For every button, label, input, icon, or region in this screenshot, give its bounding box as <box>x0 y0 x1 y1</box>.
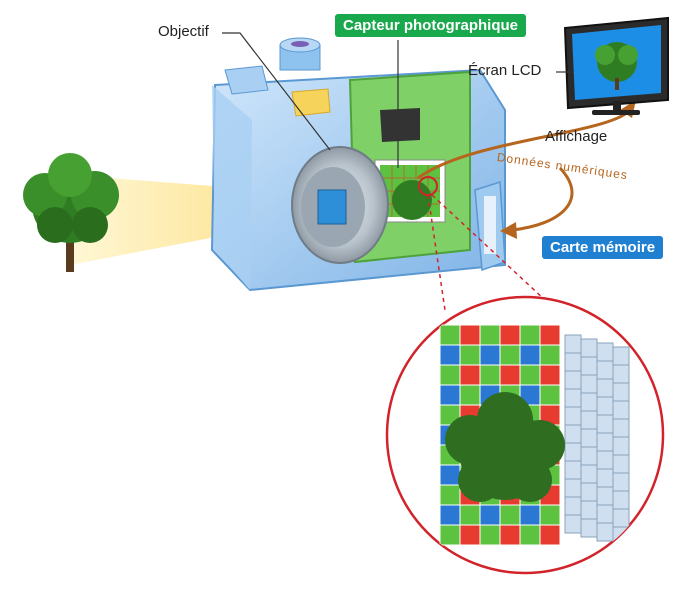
sensor-tree-image <box>458 458 502 502</box>
pixel-cell <box>479 364 501 386</box>
pixel-cell <box>612 364 630 384</box>
pixel-cell <box>439 344 461 366</box>
pixel-cell <box>580 464 598 484</box>
pixel-cell <box>564 334 582 354</box>
pixel-cell <box>612 472 630 492</box>
pixel-cell <box>580 392 598 412</box>
pixel-cell <box>539 384 561 406</box>
pixel-cell <box>580 446 598 466</box>
pixel-cell <box>459 384 481 406</box>
pixel-cell <box>479 504 501 526</box>
pixel-cell <box>580 500 598 520</box>
pixel-cell <box>439 464 461 486</box>
pixel-cell <box>564 442 582 462</box>
pixel-cell <box>564 424 582 444</box>
pixel-cell <box>564 496 582 516</box>
pixel-cell <box>580 410 598 430</box>
pixel-cell <box>596 450 614 470</box>
pixel-cell <box>580 518 598 538</box>
zoom-guide-lines <box>427 194 546 311</box>
pixel-cell <box>499 344 521 366</box>
pixel-cell <box>479 344 501 366</box>
display-label: Affichage <box>545 128 608 145</box>
sensor-label: Capteur photographique <box>335 14 526 37</box>
pixel-cell <box>596 432 614 452</box>
pixel-cell <box>596 342 614 362</box>
pixel-cell <box>612 436 630 456</box>
pixel-cell <box>539 364 561 386</box>
pixel-cell <box>596 378 614 398</box>
sensor-tree-image <box>477 392 533 448</box>
pixel-cell <box>596 360 614 380</box>
pixel-cell <box>459 504 481 526</box>
pixel-cell <box>539 344 561 366</box>
pixel-cell <box>499 504 521 526</box>
pixel-cell <box>564 352 582 372</box>
pixel-cell <box>612 400 630 420</box>
lens <box>291 146 389 264</box>
pixel-cell <box>596 396 614 416</box>
pixel-cell <box>580 374 598 394</box>
pixel-cell <box>519 504 541 526</box>
pixel-cell <box>612 490 630 510</box>
pixel-cell <box>439 504 461 526</box>
sensor-tree-image <box>508 458 552 502</box>
pixel-cell <box>596 486 614 506</box>
digital-data-arrow <box>417 110 629 180</box>
pixel-cell <box>479 524 501 546</box>
pixel-cell <box>459 344 481 366</box>
pixel-cell <box>539 504 561 526</box>
pixel-cell <box>519 524 541 546</box>
pixel-cell <box>564 388 582 408</box>
pixel-cell <box>539 324 561 346</box>
lcd-monitor-icon <box>563 16 669 115</box>
pixel-cell <box>439 524 461 546</box>
pixel-cell <box>564 460 582 480</box>
pixel-cell <box>612 382 630 402</box>
tree-icon <box>23 153 119 272</box>
pixel-cell <box>612 508 630 528</box>
pixel-cell <box>596 468 614 488</box>
pixel-cell <box>580 338 598 358</box>
pixel-cell <box>519 364 541 386</box>
pixel-cell <box>479 324 501 346</box>
memory-arrow <box>511 166 574 232</box>
pixel-cell <box>499 364 521 386</box>
lcd-label: Écran LCD <box>468 62 542 79</box>
pixel-cell <box>499 324 521 346</box>
pixel-cell <box>519 344 541 366</box>
lens-label: Objectif <box>158 23 209 40</box>
memory-card-icon <box>474 180 506 272</box>
pixel-cell <box>439 324 461 346</box>
pixel-cell <box>459 364 481 386</box>
pixel-cell <box>596 414 614 434</box>
lens-leader-line <box>222 32 331 151</box>
pixel-cell <box>539 524 561 546</box>
pixel-cell <box>612 346 630 366</box>
zoomed-sensor <box>385 295 665 575</box>
pixel-cell <box>459 324 481 346</box>
pixel-cell <box>564 478 582 498</box>
pixel-cell <box>439 484 461 506</box>
pixel-cell <box>459 524 481 546</box>
pixel-cell <box>612 454 630 474</box>
pixel-cell <box>580 428 598 448</box>
pixel-cell <box>580 356 598 376</box>
pixel-cell <box>564 406 582 426</box>
pixel-cell <box>499 524 521 546</box>
memory-card-label: Carte mémoire <box>542 236 664 259</box>
pixel-cell <box>596 504 614 524</box>
pixel-cell <box>564 370 582 390</box>
pixel-cell <box>596 522 614 542</box>
pixel-cell <box>519 324 541 346</box>
pixel-cell <box>612 418 630 438</box>
pixel-cell <box>439 364 461 386</box>
pixel-cell <box>564 514 582 534</box>
pixel-cell <box>580 482 598 502</box>
pixel-cell <box>439 384 461 406</box>
